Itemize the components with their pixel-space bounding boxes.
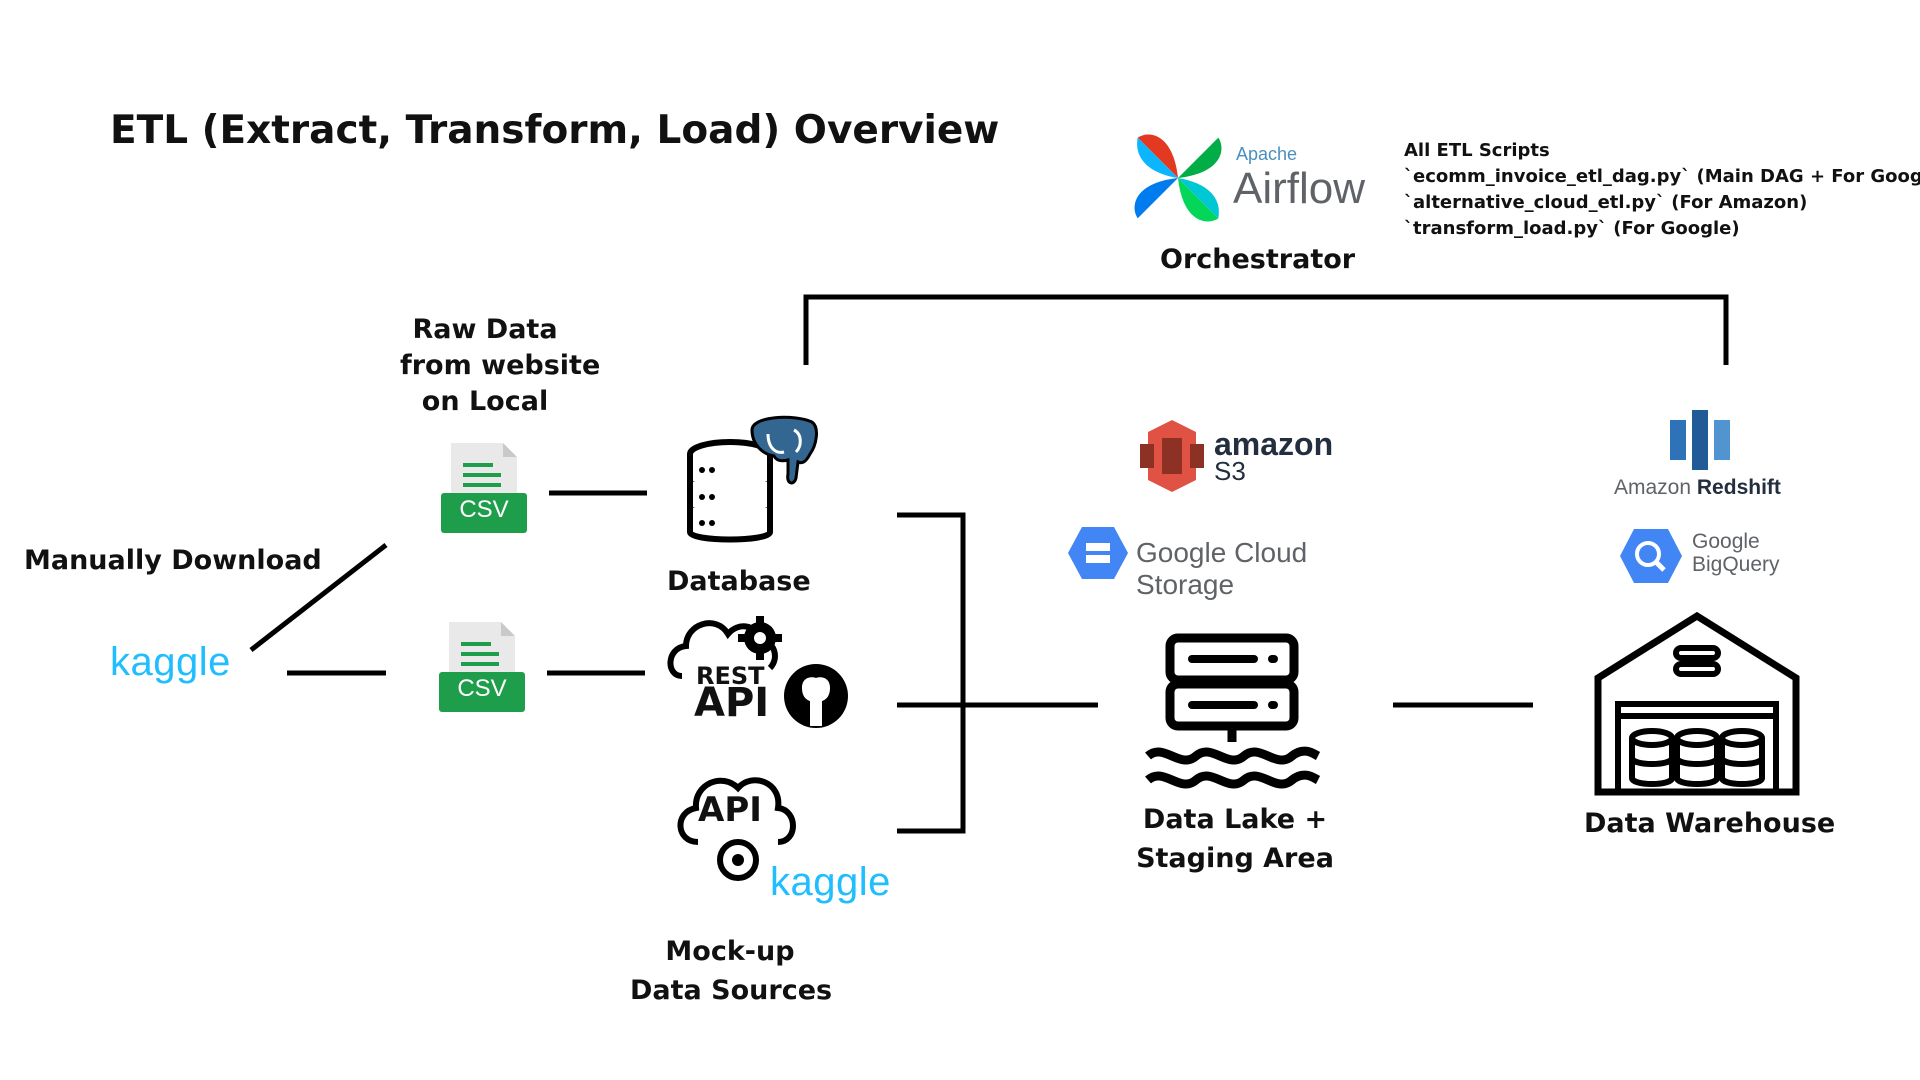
google-text: Google	[1692, 530, 1760, 553]
kaggle-api-logo: kaggle	[770, 860, 891, 904]
redshift-text: Amazon Redshift	[1614, 476, 1781, 500]
script-line: `transform_load.py` (For Google)	[1404, 218, 1740, 240]
script-line: `ecomm_invoice_etl_dag.py` (Main DAG + F…	[1404, 166, 1920, 188]
airflow-name-text: Airflow	[1233, 164, 1366, 213]
sources-merge-bracket	[897, 512, 966, 834]
raw-data-label: Raw Data from website on Local	[400, 312, 601, 420]
airflow-pinwheel-icon	[1134, 134, 1222, 222]
data-lake-label: Data Lake + Staging Area	[1135, 800, 1335, 878]
redshift-name: Redshift	[1696, 476, 1781, 499]
orchestrator-bracket	[803, 294, 1729, 365]
csv-text: CSV	[459, 496, 509, 523]
amazon-s3-logo: amazon S3	[1140, 418, 1340, 498]
data-lake-line: Staging Area	[1136, 843, 1334, 875]
mockup-line: Mock-up	[665, 936, 795, 967]
bigquery-logo: Google BigQuery	[1620, 527, 1820, 591]
kaggle-logo: kaggle	[110, 640, 231, 684]
postgresql-elephant-icon	[750, 415, 818, 485]
s3-bucket-icon	[1140, 420, 1204, 492]
mockup-line: Data Sources	[630, 975, 833, 1007]
csv-text: CSV	[457, 675, 507, 702]
database-label: Database	[667, 566, 811, 597]
redshift-icon	[1668, 408, 1732, 472]
airflow-logo: Apache Airflow	[1130, 128, 1390, 228]
raw-data-line: on Local	[421, 385, 549, 417]
script-line: `alternative_cloud_etl.py` (For Amazon)	[1404, 192, 1808, 214]
gcs-text: Google Cloud Storage	[1136, 537, 1308, 600]
bigquery-icon	[1620, 529, 1682, 583]
amazon-text: amazon	[1214, 426, 1334, 462]
raw-data-line: from website	[400, 349, 601, 381]
data-warehouse-label: Data Warehouse	[1584, 808, 1836, 839]
redshift-prefix: Amazon	[1614, 476, 1692, 499]
api-cloud-icon: API	[674, 768, 804, 888]
data-lake-icon	[1144, 632, 1321, 792]
airflow-apache-text: Apache	[1236, 144, 1298, 164]
csv-file-icon: CSV	[439, 622, 525, 712]
api-badge-text: API	[698, 790, 762, 830]
bigquery-text: BigQuery	[1692, 553, 1780, 576]
s3-text: S3	[1214, 456, 1246, 486]
database-icon	[684, 415, 824, 550]
rest-text: REST	[696, 662, 765, 690]
gcs-icon	[1068, 527, 1128, 579]
etl-scripts-list: All ETL Scripts `ecomm_invoice_etl_dag.p…	[1404, 138, 1920, 242]
manual-download-label: Manually Download	[24, 545, 322, 576]
mockup-label: Mock-up Data Sources	[630, 932, 833, 1010]
scripts-heading: All ETL Scripts	[1404, 140, 1550, 161]
rest-api-icon: REST API	[664, 612, 854, 732]
page-title: ETL (Extract, Transform, Load) Overview	[110, 108, 1000, 153]
data-warehouse-icon	[1594, 611, 1800, 796]
github-icon	[784, 664, 848, 728]
data-lake-line: Data Lake +	[1142, 804, 1328, 835]
csv-file-icon: CSV	[441, 443, 527, 533]
orchestrator-label: Orchestrator	[1160, 244, 1356, 275]
api-text: API	[694, 680, 770, 726]
gear-icon	[738, 616, 782, 660]
gcs-logo: Google Cloud Storage	[1068, 525, 1408, 600]
raw-data-line: Raw Data	[412, 314, 558, 345]
